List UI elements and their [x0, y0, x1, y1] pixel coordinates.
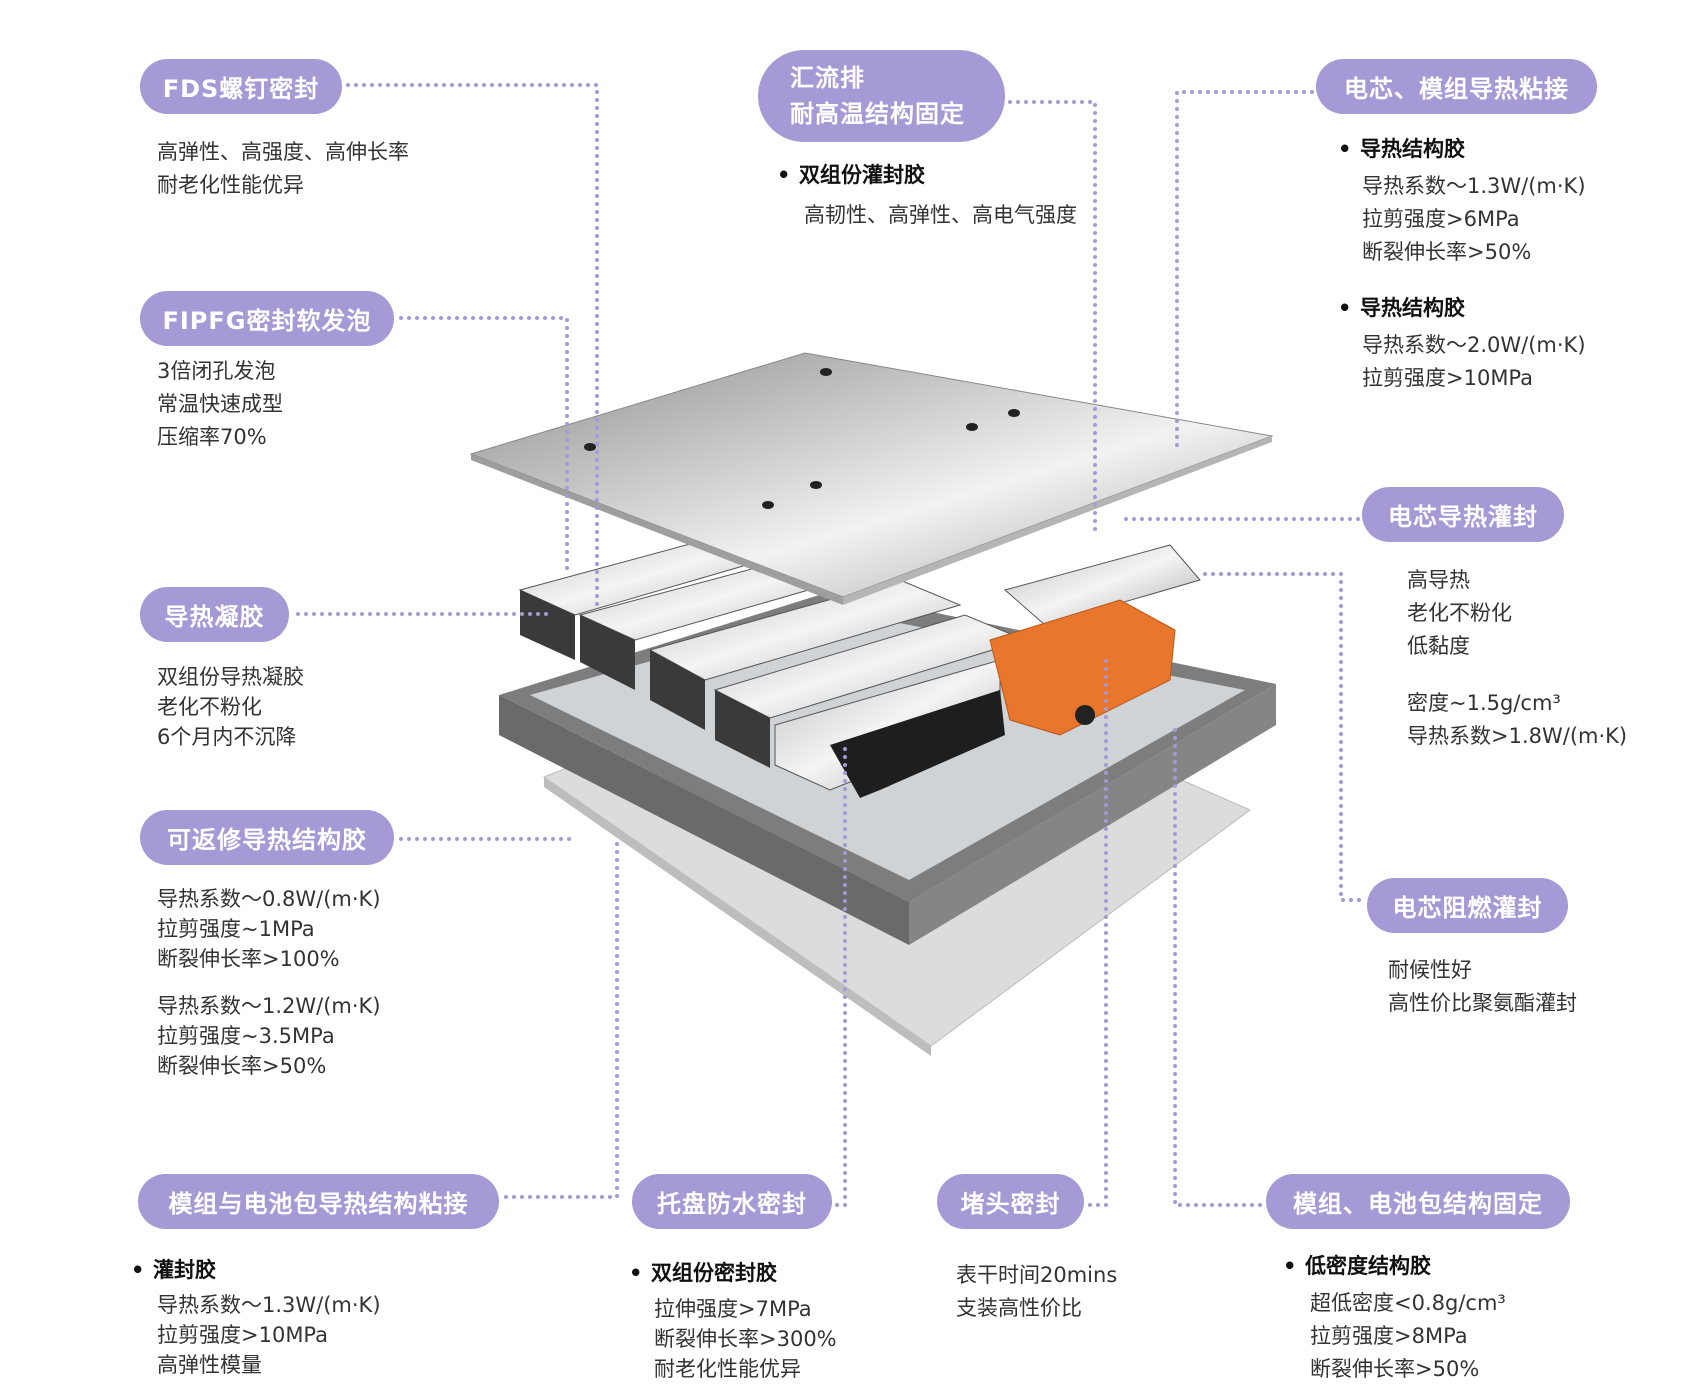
desc-line: 压缩率70% [157, 425, 267, 449]
desc-line: 拉剪强度>10MPa [157, 1323, 329, 1347]
cell-module-description-2: 导热系数～2.0W/(m·K) 拉剪强度>10MPa [1362, 329, 1586, 395]
label-busbar-fixing: 汇流排 耐高温结构固定 [758, 50, 1005, 142]
busbar-description: 高韧性、高弹性、高电气强度 [804, 203, 1077, 227]
desc-line: 6个月内不沉降 [157, 725, 297, 749]
label-reworkable-thermal-adhesive: 可返修导热结构胶 [140, 810, 394, 865]
desc-line: 导热系数～2.0W/(m·K) [1362, 333, 1586, 357]
desc-line: 高弹性、高强度、高伸长率 [157, 140, 409, 164]
label-plug-seal: 堵头密封 [937, 1174, 1084, 1229]
label-thermal-gel: 导热凝胶 [140, 587, 289, 642]
desc-line: 导热系数～1.2W/(m·K) [157, 994, 381, 1018]
cell-module-bullet-2: 导热结构胶 [1338, 293, 1465, 323]
desc-line: 导热系数～1.3W/(m·K) [1362, 174, 1586, 198]
desc-line: 超低密度<0.8g/cm³ [1310, 1291, 1506, 1315]
label-fipfg-foam-seal: FIPFG密封软发泡 [140, 291, 394, 346]
tray-description: 拉伸强度>7MPa 断裂伸长率>300% 耐老化性能优异 [654, 1294, 837, 1384]
pill-line: 耐高温结构固定 [790, 100, 965, 128]
desc-line: 拉剪强度~3.5MPa [157, 1024, 335, 1048]
desc-line: 断裂伸长率>50% [1310, 1357, 1480, 1381]
cell-potting-description-2: 密度~1.5g/cm³ 导热系数>1.8W/(m·K) [1407, 687, 1627, 753]
desc-line: 拉剪强度>8MPa [1310, 1324, 1468, 1348]
pill-line: 汇流排 [790, 64, 865, 92]
fds-description: 高弹性、高强度、高伸长率 耐老化性能优异 [157, 136, 409, 202]
plug-description: 表干时间20mins 支装高性价比 [956, 1259, 1117, 1325]
tray-bullet: 双组份密封胶 [629, 1258, 777, 1288]
top-cover-plate [469, 352, 1274, 605]
fipfg-description: 3倍闭孔发泡 常温快速成型 压缩率70% [157, 355, 283, 454]
desc-line: 拉伸强度>7MPa [654, 1297, 812, 1321]
orange-busbar-component [989, 599, 1176, 736]
battery-modules [518, 524, 1201, 798]
label-module-pack-thermal-bond: 模组与电池包导热结构粘接 [138, 1174, 499, 1229]
desc-line: 导热系数～1.3W/(m·K) [157, 1293, 381, 1317]
desc-line: 老化不粉化 [157, 695, 262, 719]
label-module-pack-structural-fixing: 模组、电池包结构固定 [1266, 1174, 1570, 1229]
desc-line: 断裂伸长率>50% [157, 1054, 327, 1078]
structure-description: 超低密度<0.8g/cm³ 拉剪强度>8MPa 断裂伸长率>50% [1310, 1287, 1506, 1386]
desc-line: 耐老化性能优异 [157, 173, 304, 197]
leader-lines [296, 83, 1365, 1207]
desc-line: 拉剪强度>10MPa [1362, 366, 1534, 390]
flame-description: 耐候性好 高性价比聚氨酯灌封 [1388, 954, 1577, 1020]
desc-line: 双组份导热凝胶 [157, 665, 304, 689]
desc-line: 断裂伸长率>100% [157, 947, 340, 971]
desc-line: 耐候性好 [1388, 958, 1472, 982]
desc-line: 导热系数～0.8W/(m·K) [157, 887, 381, 911]
reworkable-description-2: 导热系数～1.2W/(m·K) 拉剪强度~3.5MPa 断裂伸长率>50% [157, 991, 381, 1081]
desc-line: 拉剪强度~1MPa [157, 917, 315, 941]
desc-line: 支装高性价比 [956, 1296, 1082, 1320]
cell-potting-description-1: 高导热 老化不粉化 低黏度 [1407, 564, 1512, 663]
cell-module-description-1: 导热系数～1.3W/(m·K) 拉剪强度>6MPa 断裂伸长率>50% [1362, 170, 1586, 269]
desc-line: 高性价比聚氨酯灌封 [1388, 991, 1577, 1015]
desc-line: 断裂伸长率>50% [1362, 240, 1532, 264]
desc-line: 老化不粉化 [1407, 601, 1512, 625]
desc-line: 拉剪强度>6MPa [1362, 207, 1520, 231]
label-cell-flame-retardant-potting: 电芯阻燃灌封 [1367, 878, 1568, 933]
label-cell-thermal-potting: 电芯导热灌封 [1362, 487, 1564, 542]
pack-bond-bullet: 灌封胶 [131, 1255, 216, 1285]
desc-line: 表干时间20mins [956, 1263, 1118, 1287]
label-cell-module-thermal-bond: 电芯、模组导热粘接 [1316, 59, 1597, 114]
desc-line: 断裂伸长率>300% [654, 1327, 837, 1351]
desc-line: 常温快速成型 [157, 392, 283, 416]
cell-module-bullet-1: 导热结构胶 [1338, 134, 1465, 164]
gel-description: 双组份导热凝胶 老化不粉化 6个月内不沉降 [157, 662, 304, 752]
desc-line: 导热系数>1.8W/(m·K) [1407, 724, 1628, 748]
busbar-bullet: 双组份灌封胶 [777, 160, 925, 190]
reworkable-description-1: 导热系数～0.8W/(m·K) 拉剪强度~1MPa 断裂伸长率>100% [157, 884, 381, 974]
desc-line: 高导热 [1407, 568, 1470, 592]
pack-bond-description: 导热系数～1.3W/(m·K) 拉剪强度>10MPa 高弹性模量 [157, 1290, 381, 1380]
desc-line: 3倍闭孔发泡 [157, 359, 276, 383]
label-tray-waterproof-seal: 托盘防水密封 [632, 1174, 832, 1229]
desc-line: 密度~1.5g/cm³ [1407, 691, 1561, 715]
desc-line: 耐老化性能优异 [654, 1357, 801, 1381]
desc-line: 低黏度 [1407, 634, 1470, 658]
desc-line: 高弹性模量 [157, 1353, 262, 1377]
label-fds-screw-seal: FDS螺钉密封 [140, 59, 342, 114]
structure-bullet: 低密度结构胶 [1283, 1251, 1431, 1281]
